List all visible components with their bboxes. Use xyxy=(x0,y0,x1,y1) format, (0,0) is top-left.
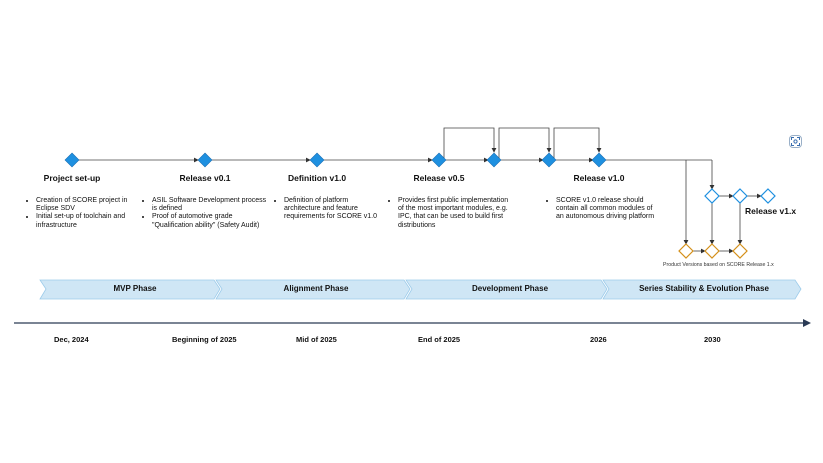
date-label: End of 2025 xyxy=(418,335,461,344)
phase-segment xyxy=(215,279,411,300)
milestone-title-release-v1-0: Release v1.0 xyxy=(573,173,625,183)
timeline-arrowhead xyxy=(803,319,811,327)
date-label: Mid of 2025 xyxy=(296,335,337,344)
bullet-item: SCORE v1.0 release should contain all co… xyxy=(556,197,660,222)
milestone-diamond xyxy=(486,152,502,168)
bullet-item: ASIL Software Development process is def… xyxy=(152,197,272,213)
date-label: 2030 xyxy=(704,335,721,344)
release-diamond xyxy=(704,188,720,204)
milestone-diamond xyxy=(309,152,325,168)
release-diamond xyxy=(760,188,776,204)
milestone-diamond xyxy=(591,152,607,168)
screen-capture-icon-glyph xyxy=(791,137,800,146)
milestone-title-release-v0-1: Release v0.1 xyxy=(179,173,231,183)
product-version-diamond xyxy=(678,243,694,259)
phase-segment xyxy=(39,279,221,300)
phase-segment xyxy=(602,279,802,300)
phase-segment xyxy=(405,279,608,300)
milestone-diamond xyxy=(541,152,557,168)
bullet-item: Creation of SCORE project in Eclipse SDV xyxy=(36,197,140,213)
phase-label-mvp: MVP Phase xyxy=(113,284,157,293)
product-versions-note: Product Versions based on SCORE Release … xyxy=(663,262,774,268)
release-diamond xyxy=(732,188,748,204)
bullet-item: Initial set-up of toolchain and infrastr… xyxy=(36,213,140,229)
bullet-item: Proof of automotive grade "Qualification… xyxy=(152,213,272,229)
phase-label-alignment: Alignment Phase xyxy=(283,284,349,293)
bullet-item: Definition of platform architecture and … xyxy=(284,197,384,222)
milestone-diamond xyxy=(197,152,213,168)
milestone-title-release-v0-5: Release v0.5 xyxy=(413,173,465,183)
bullet-item: Provides first public implementation of … xyxy=(398,197,510,230)
milestone-desc-release-v0-5: Provides first public implementation of … xyxy=(386,197,510,230)
date-label: 2026 xyxy=(590,335,607,344)
milestone-title-definition-v1-0: Definition v1.0 xyxy=(287,173,347,183)
milestone-diamond xyxy=(431,152,447,168)
product-version-diamond xyxy=(732,243,748,259)
milestone-desc-release-v1-0: SCORE v1.0 release should contain all co… xyxy=(544,197,660,222)
milestone-desc-project-setup: Creation of SCORE project in Eclipse SDV… xyxy=(24,197,140,230)
milestone-title-project-setup: Project set-up xyxy=(43,173,101,183)
screen-capture-icon[interactable] xyxy=(789,135,802,148)
milestone-diamond xyxy=(64,152,80,168)
date-label: Dec, 2024 xyxy=(54,335,89,344)
phase-label-development: Development Phase xyxy=(471,284,549,293)
release-v1x-label: Release v1.x xyxy=(745,206,797,216)
date-label: Beginning of 2025 xyxy=(172,335,237,344)
product-version-diamond xyxy=(704,243,720,259)
milestone-desc-definition-v1-0: Definition of platform architecture and … xyxy=(272,197,384,222)
milestone-desc-release-v0-1: ASIL Software Development process is def… xyxy=(140,197,272,230)
phase-label-series-stability: Series Stability & Evolution Phase xyxy=(639,284,769,293)
